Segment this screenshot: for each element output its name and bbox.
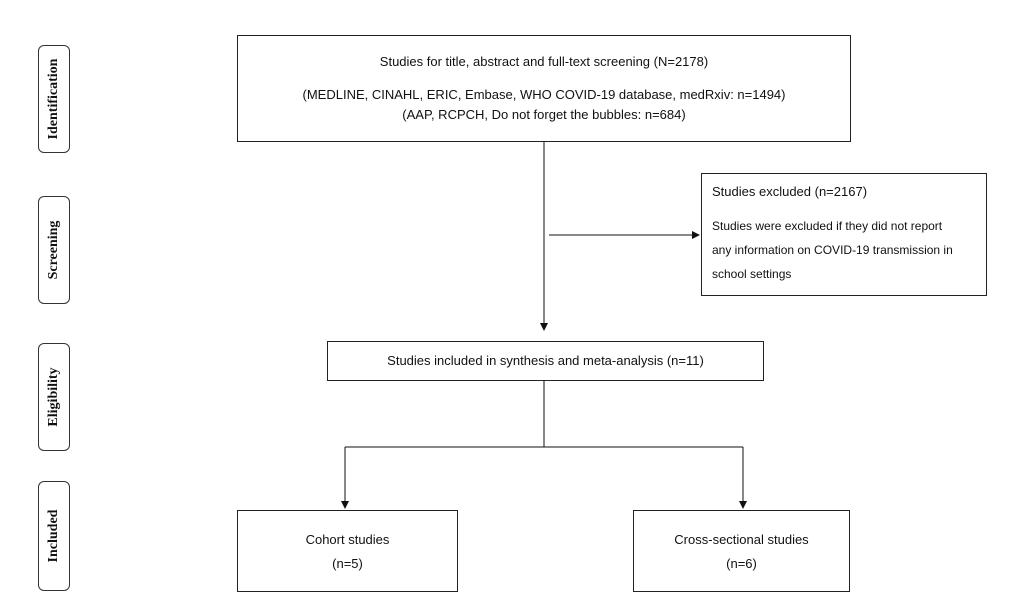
identification-box: Studies for title, abstract and full-tex… (237, 35, 851, 142)
stage-eligibility: Eligibility (38, 343, 70, 451)
identification-databases: (MEDLINE, CINAHL, ERIC, Embase, WHO COVI… (302, 87, 786, 102)
identification-other-sources: (AAP, RCPCH, Do not forget the bubbles: … (402, 107, 686, 122)
included-synthesis-box: Studies included in synthesis and meta-a… (327, 341, 764, 381)
excluded-title: Studies excluded (n=2167) (712, 184, 868, 199)
cross-sectional-studies-count: (n=6) (726, 556, 757, 571)
excluded-reason-line1: Studies were excluded if they did not re… (712, 219, 943, 233)
excluded-reason-line2: any information on COVID-19 transmission… (712, 243, 953, 257)
identification-title: Studies for title, abstract and full-tex… (379, 54, 709, 69)
included-synthesis-title: Studies included in synthesis and meta-a… (387, 353, 704, 368)
cohort-studies-count: (n=5) (332, 556, 363, 571)
stage-screening: Screening (38, 196, 70, 304)
excluded-reason-line3: school settings (712, 267, 792, 281)
excluded-box: Studies excluded (n=2167) Studies were e… (701, 173, 987, 296)
stage-identification: Identification (38, 45, 70, 153)
cross-sectional-studies-title: Cross-sectional studies (674, 532, 809, 547)
cross-sectional-studies-box: Cross-sectional studies (n=6) (633, 510, 850, 592)
cohort-studies-box: Cohort studies (n=5) (237, 510, 458, 592)
cohort-studies-title: Cohort studies (305, 532, 390, 547)
stage-included: Included (38, 481, 70, 591)
